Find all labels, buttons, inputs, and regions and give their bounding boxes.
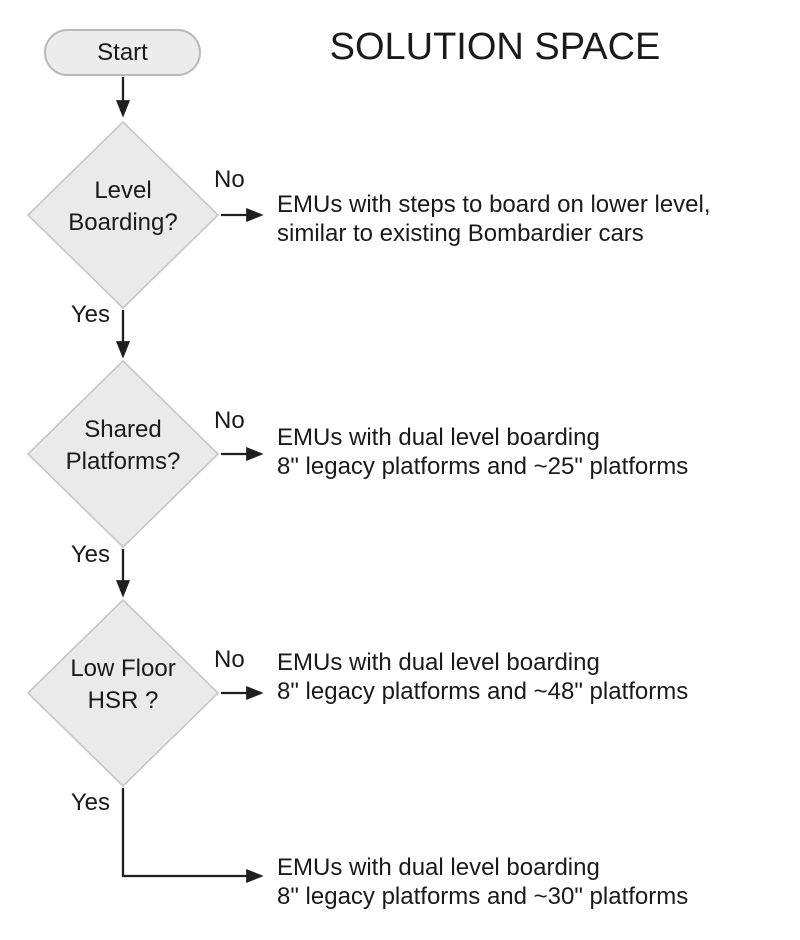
outcome-line: EMUs with dual level boarding	[277, 854, 600, 881]
outcome-line: similar to existing Bombardier cars	[277, 220, 644, 247]
outcome-line: 8" legacy platforms and ~48" platforms	[277, 678, 689, 705]
outcome-text-no-level-boarding: EMUs with steps to board on lower level,…	[277, 190, 797, 248]
decision-diamond-level-boarding	[26, 120, 220, 310]
decision-diamond-shared-platforms	[26, 359, 220, 549]
outcome-line: EMUs with steps to board on lower level,	[277, 191, 711, 218]
decision-label-line: HSR ?	[87, 687, 159, 714]
start-node-label: Start	[97, 39, 148, 66]
decision-label-line: Shared	[84, 416, 162, 443]
edge-label-no-shared-platforms: No	[214, 407, 245, 434]
decision-label-line: Low Floor	[70, 655, 176, 682]
outcome-line: 8" legacy platforms and ~30" platforms	[277, 883, 689, 910]
decision-label-line: Level	[94, 177, 152, 204]
outcome-line: EMUs with dual level boarding	[277, 649, 600, 676]
edge-label-yes-shared-platforms: Yes	[70, 541, 110, 568]
edge-label-no-level-boarding: No	[214, 166, 245, 193]
decision-label-line: Boarding?	[68, 209, 178, 236]
outcome-line: EMUs with dual level boarding	[277, 424, 600, 451]
outcome-text-no-shared-platforms: EMUs with dual level boarding 8" legacy …	[277, 423, 797, 481]
edge-label-yes-low-floor-hsr: Yes	[70, 789, 110, 816]
decision-label-shared-platforms: Shared Platforms?	[28, 414, 218, 478]
start-node-shape	[44, 29, 201, 76]
decision-label-level-boarding: Level Boarding?	[28, 175, 218, 239]
decision-label-line: Platforms?	[65, 448, 181, 475]
decision-label-low-floor-hsr: Low Floor HSR ?	[28, 653, 218, 717]
edge-label-yes-level-boarding: Yes	[70, 301, 110, 328]
outcome-line: 8" legacy platforms and ~25" platforms	[277, 453, 689, 480]
arrow-yes-low-floor-hsr-elbow	[121, 788, 264, 883]
page-title: SOLUTION SPACE	[329, 26, 661, 68]
outcome-text-final-yes: EMUs with dual level boarding 8" legacy …	[277, 853, 797, 911]
edge-label-no-low-floor-hsr: No	[214, 646, 245, 673]
outcome-text-no-low-floor-hsr: EMUs with dual level boarding 8" legacy …	[277, 648, 797, 706]
decision-diamond-low-floor-hsr	[26, 598, 220, 788]
